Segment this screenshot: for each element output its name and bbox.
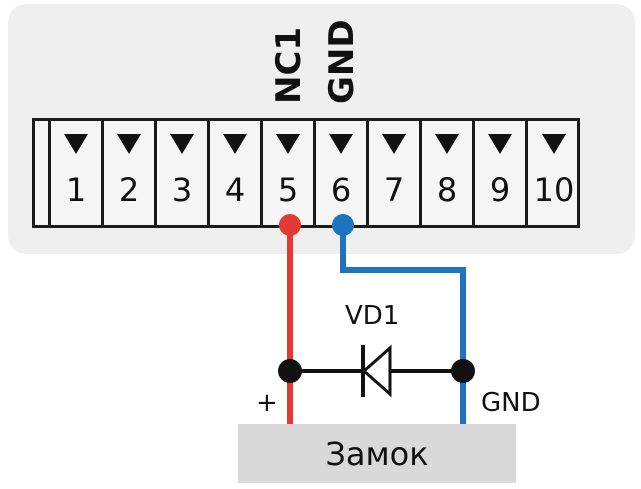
- pin-number: 7: [383, 171, 405, 209]
- pin-marker-icon: [542, 134, 566, 154]
- pin-number: 2: [118, 171, 140, 209]
- terminal-block-end: [32, 118, 51, 228]
- pin-marker-icon: [170, 134, 194, 154]
- pin-marker-icon: [223, 134, 247, 154]
- pin-number: 10: [533, 171, 575, 209]
- pin-number: 1: [65, 171, 87, 209]
- pin-number: 8: [436, 171, 458, 209]
- pin-6: 6: [316, 118, 369, 228]
- pin-2: 2: [104, 118, 157, 228]
- gnd-wire: [340, 226, 466, 426]
- pin-marker-icon: [276, 134, 300, 154]
- pin-marker-icon: [117, 134, 141, 154]
- diode-icon: [361, 344, 392, 398]
- pin-7: 7: [369, 118, 422, 228]
- pin-number: 3: [171, 171, 193, 209]
- pin-marker-icon: [64, 134, 88, 154]
- pin-8: 8: [422, 118, 475, 228]
- pin-marker-icon: [382, 134, 406, 154]
- diode-label: VD1: [345, 301, 400, 331]
- pin-marker-icon: [488, 134, 512, 154]
- plus-label: +: [256, 388, 278, 418]
- pin6-terminal-dot: [332, 214, 354, 236]
- gnd-junction-dot: [451, 359, 475, 383]
- pin-number: 4: [224, 171, 246, 209]
- pin-10: 10: [528, 118, 580, 228]
- pin-5: 5: [263, 118, 316, 228]
- pin-number: 9: [489, 171, 511, 209]
- lock-box: Замок: [238, 424, 516, 483]
- gnd-label: GND: [481, 388, 541, 418]
- pin-number: 5: [277, 171, 299, 209]
- pin-9: 9: [475, 118, 528, 228]
- pin-marker-icon: [329, 134, 353, 154]
- plus-junction-dot: [278, 359, 302, 383]
- pin-1: 1: [51, 118, 104, 228]
- pin-number: 6: [330, 171, 352, 209]
- pin-marker-icon: [435, 134, 459, 154]
- lock-label: Замок: [325, 434, 429, 473]
- pin5-terminal-dot: [279, 214, 301, 236]
- pin-3: 3: [157, 118, 210, 228]
- pin-4: 4: [210, 118, 263, 228]
